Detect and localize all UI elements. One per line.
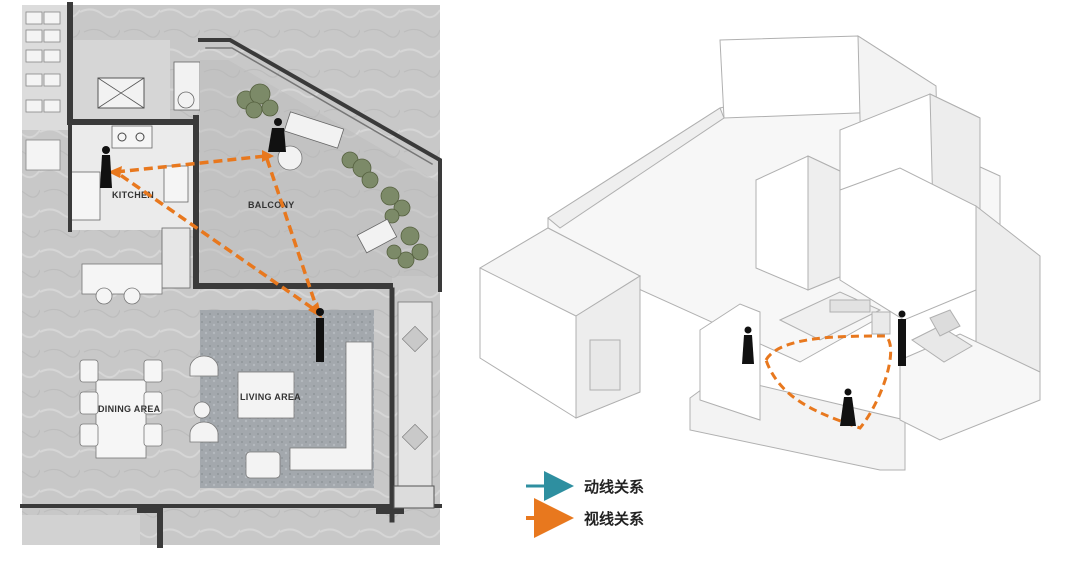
sightline-arrowhead-balcony [262,150,274,162]
dining-label: DINING AREA [98,404,161,414]
kitchen-label: KITCHEN [112,190,154,200]
fridge [161,227,191,289]
lounge-chairs [189,355,219,443]
sofa [289,341,373,471]
iso-person-front [840,388,856,426]
person-figures-plan [100,118,324,362]
person-living [316,308,324,362]
kitchen-counter [69,171,101,221]
balcony-lounger [283,111,345,149]
balcony-plants [236,83,429,269]
walls [20,2,442,548]
legend-label-sightline: 视线关系 [584,510,644,528]
sightline-arrowhead-kitchen [108,166,122,178]
stove [111,125,153,149]
floor-plan: KITCHEN BALCONY DINING AREA LIVING AREA [20,2,442,548]
legend-item-circulation: 动线关系 [526,471,644,501]
legend-item-sightline: 视线关系 [526,498,644,538]
dining-set [79,359,163,459]
legend: 动线关系 视线关系 [526,471,644,538]
ottoman [245,451,281,479]
coffee-table [237,371,295,419]
person-kitchen [100,146,112,188]
balcony-chair [356,218,398,254]
kitchen-sink [163,165,189,203]
isometric-view [478,35,1041,471]
living-label: LIVING AREA [240,392,301,402]
iso-person-left [742,326,754,364]
kitchen-island [81,263,163,295]
dining-chairs [79,359,163,447]
sightline-loop-iso [764,334,893,430]
bar-stools [95,287,141,305]
sink-unit [173,61,201,111]
legend-label-circulation: 动线关系 [584,478,644,496]
person-figures-iso [742,310,906,426]
iso-person-right [898,310,906,366]
storage-cabinets [25,11,61,171]
balcony-label: BALCONY [248,200,295,210]
sightline-path [115,154,322,317]
dining-table [95,379,147,459]
person-balcony [268,118,286,152]
